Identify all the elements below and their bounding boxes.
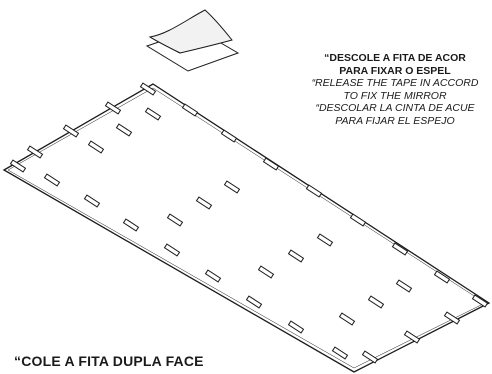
center-tape-7	[316, 233, 334, 247]
edge-tape-13	[443, 311, 461, 325]
center-tape-11	[367, 295, 385, 309]
edge-tape-9	[349, 213, 367, 227]
center-tape-5	[195, 196, 213, 210]
center-tape-12	[338, 312, 356, 326]
caption-es-line-1: “DESCOLAR LA CINTA DE ACUE	[315, 102, 475, 114]
edge-tape-10	[391, 242, 409, 256]
center-tape-10	[395, 279, 413, 293]
edge-tape-17	[287, 320, 305, 334]
center-tape-4	[223, 180, 241, 194]
center-tape-2	[115, 123, 133, 137]
edge-tape-2	[62, 124, 80, 138]
edge-tape-18	[245, 295, 263, 309]
center-tape-3	[87, 140, 105, 154]
caption-pt-line-1: “DESCOLE A FITA DE ACOR	[324, 52, 466, 64]
edge-tape-1	[26, 145, 44, 159]
edge-tape-22	[83, 194, 101, 208]
edge-tape-12	[471, 294, 489, 308]
center-tape-1	[144, 107, 162, 121]
edge-tape-7	[262, 157, 280, 171]
edge-tape-3	[104, 101, 122, 115]
edge-tape-6	[220, 129, 238, 143]
edge-tape-24	[9, 159, 27, 173]
edge-tape-8	[305, 184, 323, 198]
tape-strips	[9, 82, 489, 364]
edge-tape-5	[181, 103, 199, 117]
caption-en-line-2: TO FIX THE MIRROR	[343, 89, 447, 102]
center-tape-8	[287, 249, 305, 263]
mirror-panel	[2, 83, 491, 373]
edge-tape-11	[433, 270, 451, 284]
center-tape-9	[257, 265, 275, 279]
edge-tape-14	[403, 330, 421, 344]
edge-tape-16	[331, 346, 349, 360]
center-tape-6	[166, 213, 184, 227]
edge-tape-15	[361, 350, 379, 364]
tape-peel-icon	[145, 9, 240, 72]
edge-tape-23	[43, 173, 61, 187]
edge-tape-19	[204, 269, 222, 283]
caption-pt-line-2: PARA FIXAR O ESPEL	[339, 64, 451, 77]
caption-es-line-2: PARA FIJAR EL ESPEJO	[335, 114, 455, 127]
edge-tape-21	[122, 218, 140, 232]
edge-tape-20	[163, 243, 181, 257]
panel-outline	[2, 83, 491, 373]
instruction-caption-top: “DESCOLE A FITA DE ACOR PARA FIXAR O ESP…	[270, 52, 492, 127]
instruction-caption-bottom: “COLE A FITA DUPLA FACE	[14, 353, 204, 369]
caption-en-line-1: “RELEASE THE TAPE IN ACCORD	[311, 77, 479, 89]
edge-tape-4	[139, 82, 157, 96]
